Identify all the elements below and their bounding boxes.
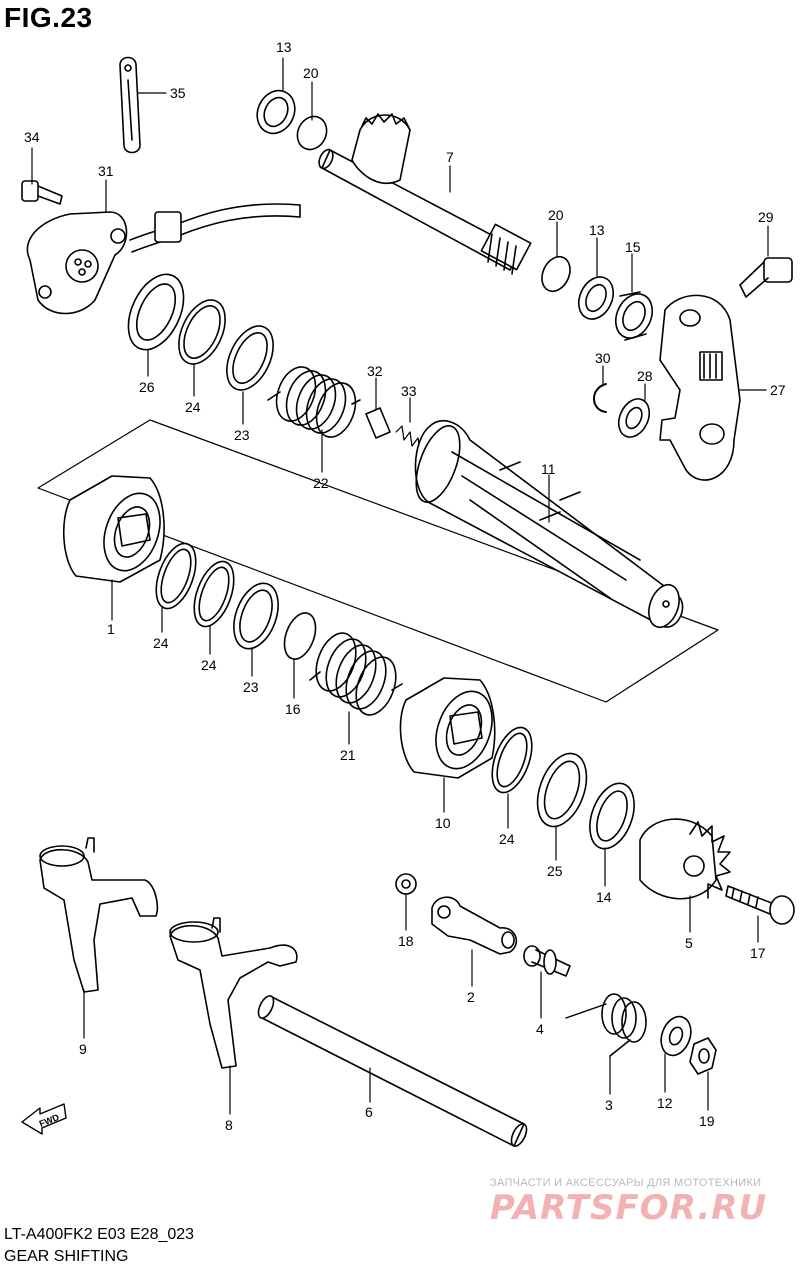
- callout: 34: [24, 129, 40, 145]
- callout: 21: [340, 747, 356, 763]
- callout: 1: [107, 621, 115, 637]
- part-circlip-24-mid-a: [155, 542, 197, 610]
- part-clip-30: [593, 383, 607, 413]
- part-washer-13-top: [256, 89, 296, 135]
- part-arm-27: [659, 294, 741, 481]
- callout: 15: [625, 239, 641, 255]
- part-circlip-20-right: [541, 255, 571, 293]
- callout: 25: [547, 863, 563, 879]
- part-star-gear-5: [639, 818, 731, 900]
- callout: 24: [201, 657, 217, 673]
- part-washer-14: [589, 782, 635, 850]
- part-washer-18: [395, 873, 417, 895]
- part-washer-23-upper: [226, 325, 274, 391]
- part-nut-19: [689, 1037, 717, 1075]
- section-name: GEAR SHIFTING: [4, 1248, 129, 1265]
- part-fork-9: [39, 837, 159, 993]
- callout: 9: [79, 1041, 87, 1057]
- callout: 17: [750, 945, 766, 961]
- part-shift-shaft-7: [318, 113, 532, 275]
- assembly-frame: [37, 419, 719, 703]
- callout: 7: [446, 149, 454, 165]
- part-washer-25: [536, 752, 588, 828]
- part-bearing-15: [614, 291, 654, 341]
- callout: 19: [699, 1113, 715, 1129]
- model-code: LT-A400FK2 E03 E28_023: [4, 1226, 195, 1243]
- callout: 8: [225, 1117, 233, 1133]
- callout: 14: [596, 889, 612, 905]
- part-bolt-17: [725, 885, 795, 925]
- callout: 6: [365, 1104, 373, 1120]
- callout: 28: [637, 368, 653, 384]
- callout: 24: [153, 635, 169, 651]
- part-washer-23-mid: [233, 582, 279, 650]
- fwd-arrow-icon: FWD: [21, 1103, 67, 1135]
- part-circlip-20-top: [296, 115, 328, 151]
- callout: 30: [595, 350, 611, 366]
- callout: 13: [276, 39, 292, 55]
- part-spring-3: [565, 993, 647, 1057]
- callout: 16: [285, 701, 301, 717]
- callout: 4: [536, 1021, 544, 1037]
- watermark-logo: PARTSFOR.RU: [490, 1188, 768, 1228]
- callout: 29: [758, 209, 774, 225]
- callout: 24: [185, 399, 201, 415]
- part-pin-32: [365, 407, 391, 439]
- callout: 35: [170, 85, 186, 101]
- callout: 3: [605, 1097, 613, 1113]
- part-bolt-29: [739, 257, 793, 298]
- callout: 23: [243, 679, 259, 695]
- callout: 27: [770, 382, 786, 398]
- part-washer-12: [660, 1015, 692, 1057]
- callout: 32: [367, 363, 383, 379]
- callout: 31: [98, 163, 114, 179]
- part-circlip-24-mid-b: [193, 560, 235, 628]
- callout: 22: [313, 475, 329, 491]
- callout: 33: [401, 383, 417, 399]
- part-washer-26: [127, 273, 185, 351]
- part-sensor-31: [26, 203, 301, 315]
- callout: 10: [435, 815, 451, 831]
- callout: 5: [685, 935, 693, 951]
- part-spring-33: [395, 425, 421, 451]
- part-shift-drum-11: [414, 419, 684, 629]
- part-bolt-4: [523, 945, 571, 977]
- part-cam-1: [62, 475, 165, 583]
- callout: 12: [657, 1095, 673, 1111]
- callout: 18: [398, 933, 414, 949]
- part-washer-28: [617, 398, 651, 438]
- watermark-tagline: ЗАПЧАСТИ И АКСЕССУАРЫ ДЛЯ МОТОТЕХНИКИ: [490, 1177, 762, 1189]
- part-bolt-34: [21, 180, 63, 205]
- part-stopper-arm-2: [431, 896, 518, 955]
- part-ring-16: [283, 612, 317, 660]
- part-circlip-24-low: [491, 726, 533, 794]
- callout: 23: [234, 427, 250, 443]
- callout: 26: [139, 379, 155, 395]
- callout: 20: [303, 65, 319, 81]
- callout-labels: 13 20 35 34 31 7 20 13 15 29 26 24 23 22…: [24, 39, 786, 1133]
- callout: 2: [467, 989, 475, 1005]
- part-cam-10: [399, 677, 496, 779]
- part-fork-8: [169, 917, 298, 1069]
- leader-lines: [31, 57, 769, 1115]
- part-circlip-24-upper: [178, 299, 226, 365]
- figure-title: FIG.23: [4, 2, 93, 33]
- callout: 13: [589, 222, 605, 238]
- callout: 24: [499, 831, 515, 847]
- part-spring-21: [309, 632, 403, 716]
- part-spring-22: [267, 366, 361, 438]
- part-bracket-35: [119, 56, 141, 154]
- part-shaft-6: [257, 995, 528, 1147]
- callout: 11: [541, 461, 556, 477]
- part-washer-13-right: [577, 276, 615, 320]
- callout: 20: [548, 207, 564, 223]
